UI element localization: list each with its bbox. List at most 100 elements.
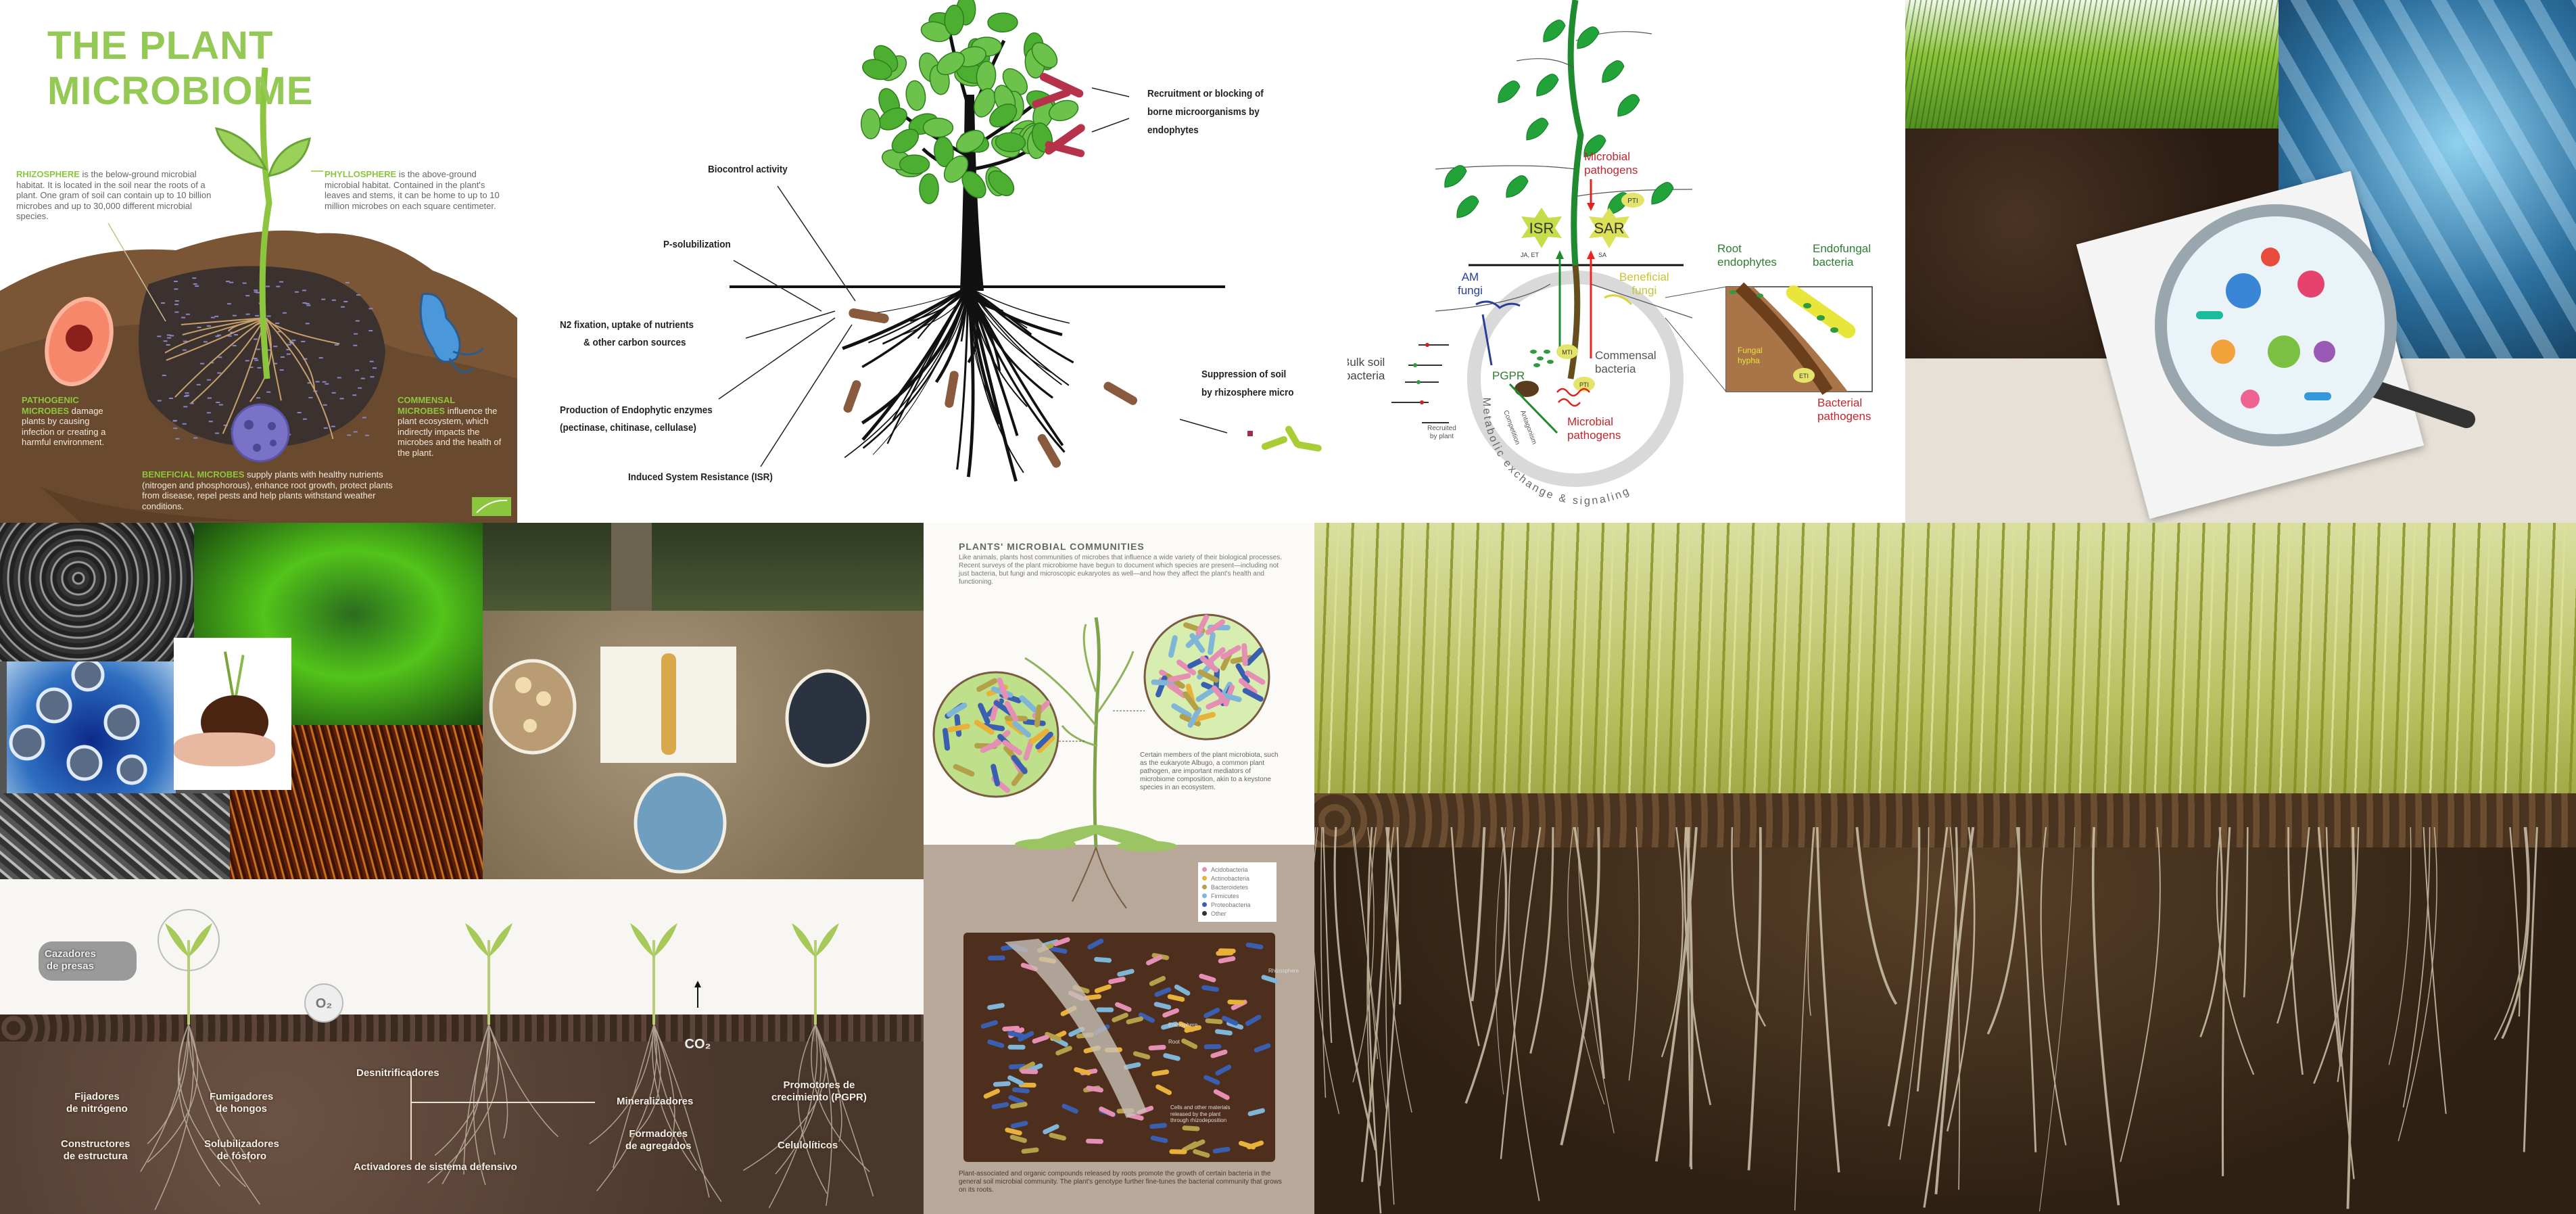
root-endophytes-line2: endophytes (1717, 255, 1777, 269)
bacterium (1181, 1038, 1198, 1050)
bacterium (1169, 1149, 1187, 1154)
root (967, 285, 1074, 364)
root-lines (140, 1024, 874, 1211)
bulk-soil-line1: Bulk soil (1347, 356, 1385, 369)
magnifying-glass-illustration (2155, 204, 2475, 446)
bacterium (1207, 647, 1226, 665)
fumigators-line2: de hongos (216, 1103, 267, 1115)
tree-leaves (860, 0, 1079, 204)
microbe-dot (353, 344, 358, 346)
microbe-dot (323, 404, 327, 406)
grass-root (2276, 826, 2310, 1024)
root (968, 286, 1028, 408)
bacterium (1007, 1075, 1024, 1086)
bacterium (1210, 1049, 1228, 1058)
bacterium (1108, 977, 1126, 985)
bacterium (1227, 1000, 1245, 1005)
bacterium (1010, 1121, 1028, 1129)
microbe-dot (340, 306, 345, 308)
basal-leaves (1015, 824, 1177, 851)
leaf (974, 88, 996, 118)
microbe-dot (256, 291, 260, 294)
grass-root (1573, 826, 1605, 1079)
microbe-dot (218, 404, 223, 406)
plant-stem (1093, 617, 1101, 848)
bacterium (1004, 701, 1019, 722)
leaf (920, 21, 951, 43)
microbe-dot (254, 338, 258, 340)
bacterium (1187, 707, 1202, 728)
bacterium (943, 728, 951, 751)
microbe-dot (331, 299, 336, 301)
microbe-dot (215, 335, 220, 337)
microbe-dot (227, 335, 232, 337)
root (463, 1024, 490, 1175)
microbe-dot (369, 360, 374, 363)
microbe-dot (322, 381, 327, 383)
grass-root (1379, 826, 1400, 1186)
microbe-dot (166, 344, 170, 346)
microbe-dot (373, 367, 377, 369)
leaf (1506, 175, 1529, 198)
root (178, 1024, 246, 1188)
root (842, 285, 970, 350)
microbe-dot (183, 340, 187, 342)
root (956, 286, 970, 470)
microbe-dot (174, 300, 179, 302)
bacterium (1216, 950, 1234, 956)
plant-roots (164, 317, 340, 440)
grass-root (2402, 826, 2431, 1108)
bacterium (1245, 1014, 1262, 1026)
microbe-dot (356, 294, 361, 296)
bottom-caption: Plant-associated and organic compounds r… (959, 1170, 1282, 1194)
bacterium (1049, 946, 1068, 954)
leaf (1617, 94, 1640, 117)
legend-label: Actinobacteria (1211, 874, 1250, 882)
root (249, 317, 272, 402)
bacterium (1203, 1007, 1220, 1019)
soil-microbes-photo (1905, 0, 2576, 523)
grass-root (2423, 826, 2447, 1115)
tree-roots (842, 285, 1074, 482)
bacterium (1153, 1002, 1172, 1010)
root (653, 1024, 675, 1147)
endofungal-line2: bacteria (1813, 255, 1854, 269)
immunity-illustration: Metabolic exchange & signaling ISR SAR P… (1391, 0, 1873, 507)
microbe-dot (181, 317, 186, 319)
fumigators-line1: Fumigadores (210, 1091, 274, 1102)
leaf (922, 117, 954, 138)
leaf (1543, 20, 1566, 43)
microbe-dot (308, 396, 313, 398)
bacterium (993, 1081, 1011, 1087)
bacterium (980, 739, 1002, 753)
bacterium (1149, 976, 1166, 986)
commensal-description: influence the plant ecosystem, which ind… (398, 405, 502, 458)
grass-root (1385, 826, 1412, 1113)
seedlings (165, 923, 839, 1025)
microbe-dot (223, 424, 228, 426)
am-fungi-line2: fungi (1458, 283, 1483, 297)
bacterium (1241, 643, 1248, 666)
microbe-dot (253, 357, 258, 359)
eti-label: ETI (1799, 373, 1809, 379)
bacterium (980, 1020, 998, 1029)
root (653, 1024, 722, 1203)
microbe-dot (368, 308, 373, 310)
microbe-dot (343, 300, 348, 302)
microbe-dot (301, 340, 306, 342)
grass-root (1654, 826, 1698, 1162)
o2-label: O₂ (316, 996, 332, 1011)
root (968, 286, 991, 398)
leaf (1456, 195, 1479, 218)
microbe-dot (254, 289, 258, 291)
beneficial-fungi-line1: Beneficial (1619, 271, 1669, 283)
microbe-dot (254, 359, 259, 361)
bacterium (1215, 1065, 1232, 1076)
microbe-dot (368, 329, 373, 331)
pointer-lines (718, 87, 1228, 467)
bacterium (1220, 645, 1241, 660)
aggregate-line1: Formadores (629, 1128, 688, 1140)
